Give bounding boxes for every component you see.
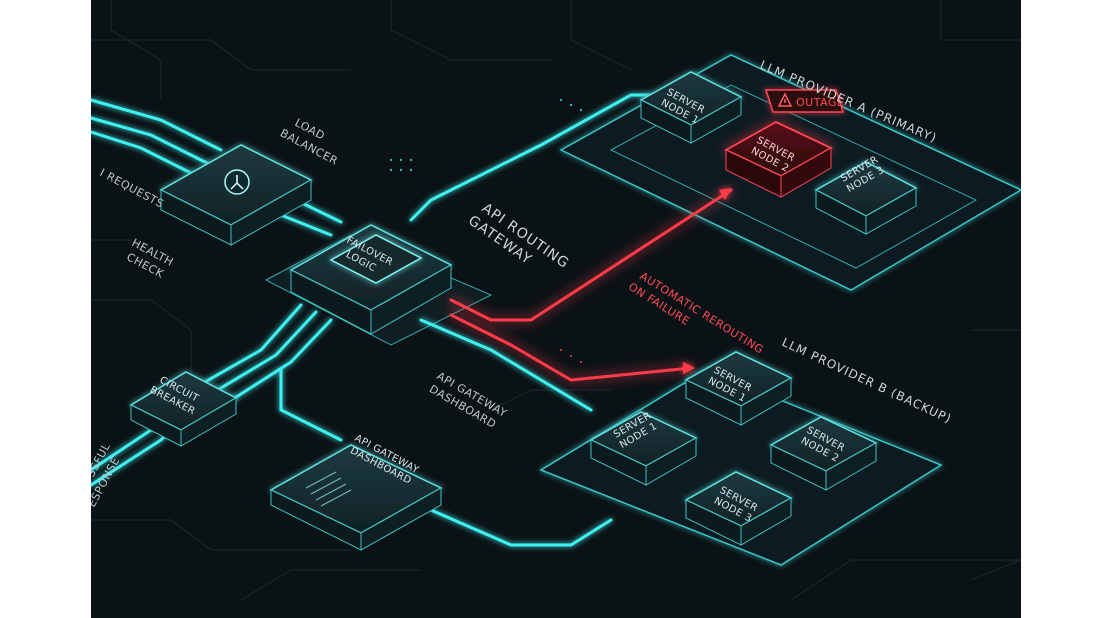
provider-b-node-3[interactable]	[684, 471, 793, 546]
provider-a-node-2[interactable]	[724, 120, 833, 198]
circuit-background	[91, 0, 1021, 601]
failover-flows	[449, 188, 733, 382]
provider-b-node-1a[interactable]	[684, 351, 793, 426]
decorative-red-dots	[559, 348, 583, 364]
outage-badge: OUTAGE	[764, 89, 845, 113]
circuit-breaker[interactable]	[129, 371, 238, 447]
failover-logic-gateway[interactable]	[289, 224, 453, 335]
reroute-label-1: AUTOMATIC REROUTING	[637, 270, 766, 357]
load-balancer-label-group: LOAD BALANCER	[278, 116, 340, 168]
health-check-label-group: HEALTH CHECK	[124, 236, 175, 281]
dashboard-floor-label-group: API GATEWAY DASHBOARD	[427, 369, 509, 431]
requests-label-group: I REQUESTS	[98, 166, 167, 211]
reroute-label-group: AUTOMATIC REROUTING ON FAILURE	[626, 270, 766, 357]
network-split-icon	[224, 169, 250, 195]
warning-triangle-icon	[777, 92, 793, 107]
provider-a-node-3[interactable]	[814, 161, 918, 235]
failover-arrow	[719, 188, 731, 200]
outage-label: OUTAGE	[796, 96, 844, 109]
load-balancer[interactable]	[159, 144, 313, 246]
api-gateway-dashboard[interactable]	[269, 444, 443, 551]
provider-a-node-1[interactable]	[639, 71, 743, 144]
decorative-dots	[389, 98, 583, 172]
gateway-label-group: API ROUTING GATEWAY	[465, 200, 572, 272]
provider-b-node-2[interactable]	[769, 416, 878, 491]
architecture-diagram: OUTAGE I REQUESTS LOAD BALANCER HEALTH C…	[91, 0, 1021, 618]
failover-arrow-b	[683, 362, 695, 374]
requests-label: I REQUESTS	[98, 166, 167, 211]
provider-b-node-1b[interactable]	[589, 411, 698, 486]
diagram-canvas: OUTAGE I REQUESTS LOAD BALANCER HEALTH C…	[91, 0, 1021, 601]
